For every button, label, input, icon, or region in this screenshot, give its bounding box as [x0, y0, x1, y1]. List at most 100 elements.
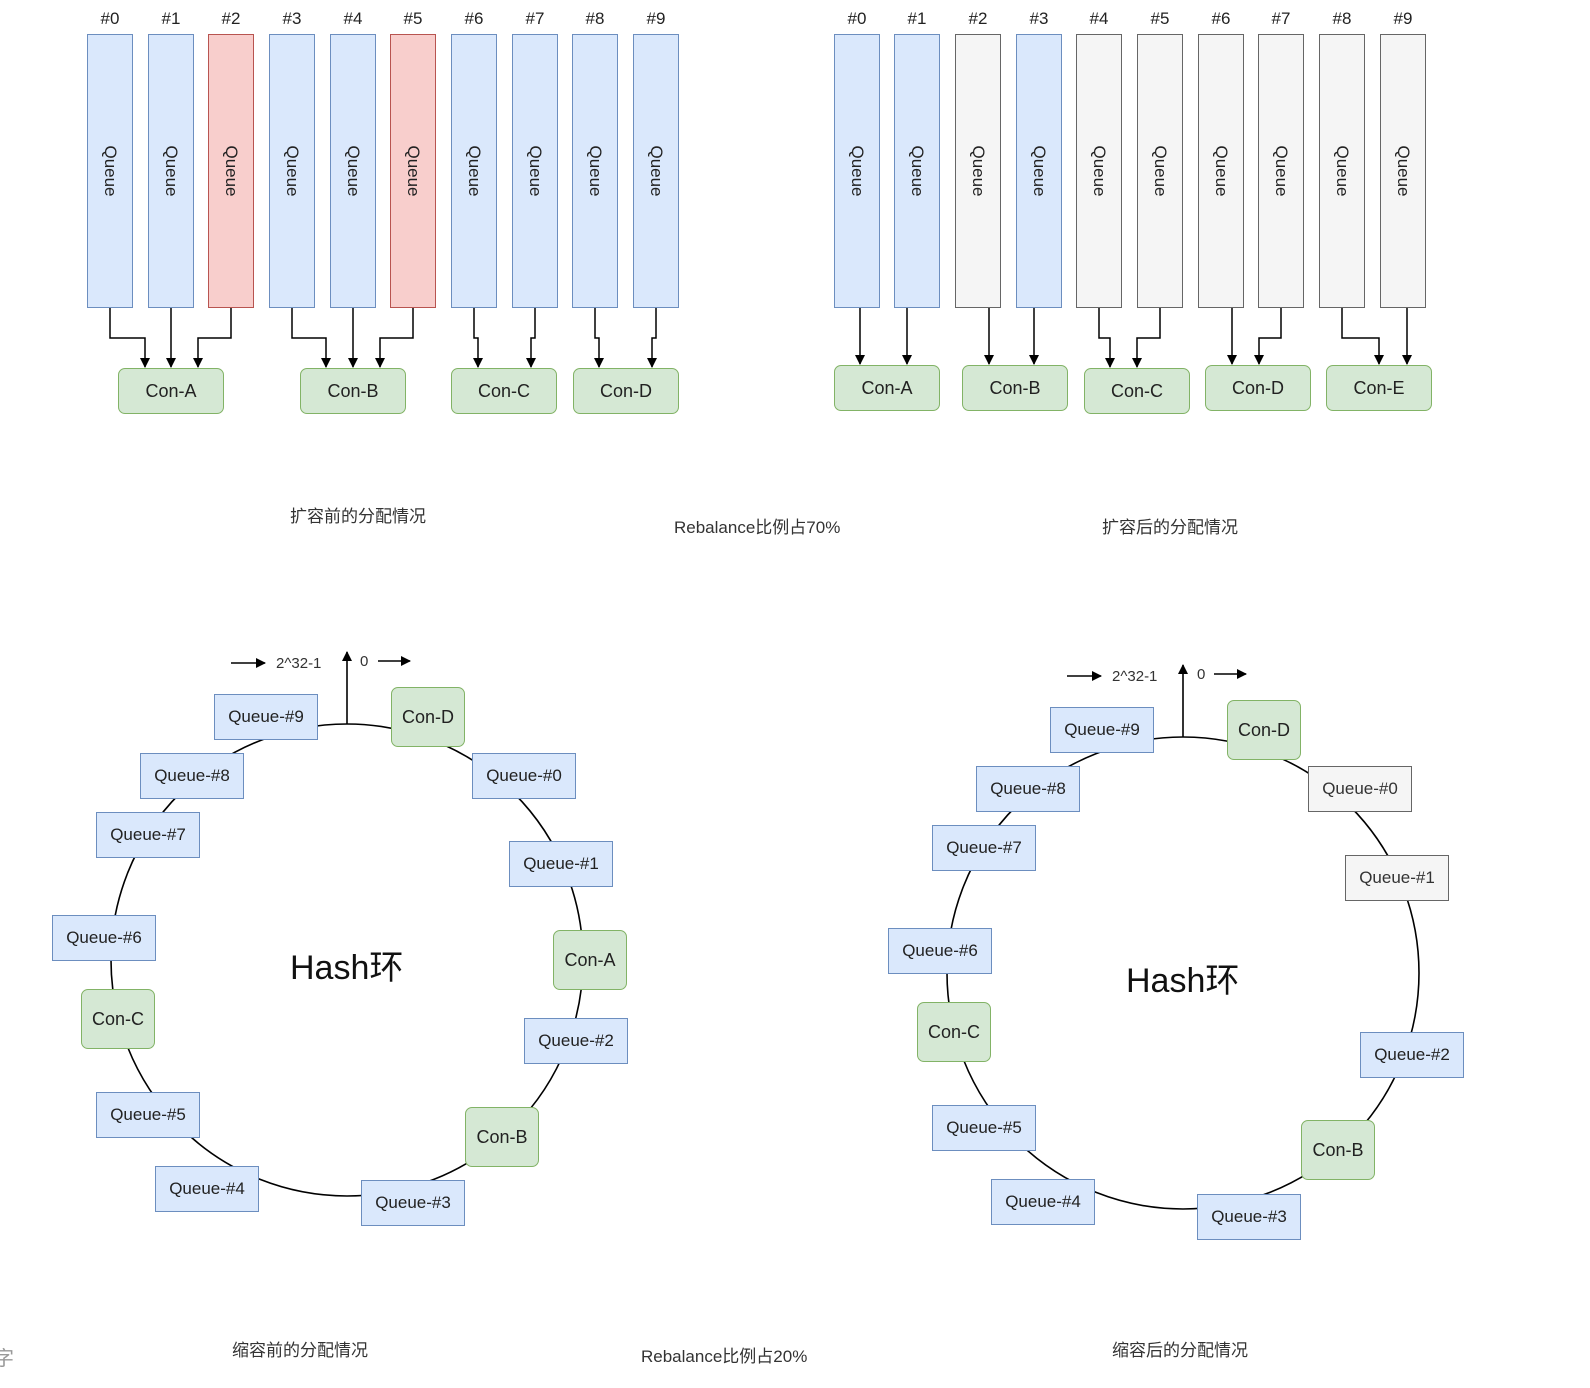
ring-queue-9: Queue-#9: [214, 694, 318, 740]
arrow-q5-con-c: [1132, 308, 1161, 368]
queue-index-5: #5: [403, 9, 423, 28]
consumer-con-a: Con-A: [118, 368, 224, 414]
ring-queue-1: Queue-#1: [509, 841, 613, 887]
ring-zero-marker: 0: [1197, 666, 1206, 683]
consumer-con-e: Con-E: [1326, 365, 1432, 411]
caption-scale-in-after: 缩容后的分配情况: [1112, 1341, 1248, 1360]
ring-queue-2: Queue-#2: [524, 1018, 628, 1064]
ring-queue-7: Queue-#7: [932, 825, 1036, 871]
ring-queue-5: Queue-#5: [96, 1092, 200, 1138]
consumer-con-d: Con-D: [1227, 700, 1301, 760]
queue-bar-2: Queue: [955, 34, 1001, 308]
consumer-con-d: Con-D: [391, 687, 465, 747]
queue-bar-6: Queue: [1198, 34, 1244, 308]
arrow-q4-con-c: [1098, 308, 1115, 368]
queue-label: Queue: [908, 145, 927, 197]
queue-bar-4: Queue: [330, 34, 376, 308]
queue-bar-0: Queue: [834, 34, 880, 308]
queue-bar-5: Queue: [1137, 34, 1183, 308]
queue-bar-7: Queue: [512, 34, 558, 308]
consumer-con-c: Con-C: [917, 1002, 991, 1062]
queue-bar-8: Queue: [572, 34, 618, 308]
rebalance-ratio-bottom: Rebalance比例占20%: [641, 1347, 808, 1366]
ring-max-marker: 2^32-1: [276, 655, 322, 672]
ring-queue-0: Queue-#0: [472, 753, 576, 799]
consumer-con-b: Con-B: [465, 1107, 539, 1167]
queue-index-7: #7: [525, 9, 545, 28]
ring-queue-7: Queue-#7: [96, 812, 200, 858]
queue-bar-2: Queue: [208, 34, 254, 308]
ring-queue-4: Queue-#4: [155, 1166, 259, 1212]
queue-bar-7: Queue: [1258, 34, 1304, 308]
queue-index-0: #0: [100, 9, 120, 28]
arrow-q6-con-c: [473, 308, 483, 368]
queue-index-6: #6: [464, 9, 484, 28]
queue-bar-5: Queue: [390, 34, 436, 308]
queue-index-6: #6: [1211, 9, 1231, 28]
queue-label: Queue: [404, 145, 423, 197]
hash-ring-label: Hash环: [290, 949, 404, 987]
consumer-con-a: Con-A: [834, 365, 940, 411]
queue-label: Queue: [1030, 145, 1049, 197]
queue-index-4: #4: [343, 9, 363, 28]
consumer-con-c: Con-C: [451, 368, 557, 414]
queue-bar-1: Queue: [894, 34, 940, 308]
queue-index-3: #3: [282, 9, 302, 28]
queue-bar-8: Queue: [1319, 34, 1365, 308]
queue-bar-4: Queue: [1076, 34, 1122, 308]
queue-label: Queue: [1212, 145, 1231, 197]
queue-label: Queue: [1333, 145, 1352, 197]
ring-queue-1: Queue-#1: [1345, 855, 1449, 901]
ring-queue-3: Queue-#3: [361, 1180, 465, 1226]
queue-label: Queue: [1394, 145, 1413, 197]
queue-label: Queue: [526, 145, 545, 197]
ring-queue-8: Queue-#8: [140, 753, 244, 799]
arrow-q7-con-c: [526, 308, 536, 368]
queue-index-8: #8: [585, 9, 605, 28]
queue-label: Queue: [283, 145, 302, 197]
ring-queue-5: Queue-#5: [932, 1105, 1036, 1151]
queue-label: Queue: [586, 145, 605, 197]
queue-label: Queue: [101, 145, 120, 197]
queue-bar-6: Queue: [451, 34, 497, 308]
queue-label: Queue: [848, 145, 867, 197]
queue-bar-9: Queue: [633, 34, 679, 308]
queue-index-0: #0: [847, 9, 867, 28]
ring-queue-4: Queue-#4: [991, 1179, 1095, 1225]
caption-scale-in-before: 缩容前的分配情况: [232, 1341, 368, 1360]
queue-index-8: #8: [1332, 9, 1352, 28]
caption-scale-out-before: 扩容前的分配情况: [290, 507, 426, 526]
arrow-q8-con-e: [1341, 308, 1384, 365]
ring-queue-6: Queue-#6: [888, 928, 992, 974]
consumer-con-d: Con-D: [1205, 365, 1311, 411]
arrow-q0-con-a: [109, 308, 150, 368]
queue-index-4: #4: [1089, 9, 1109, 28]
ring-queue-8: Queue-#8: [976, 766, 1080, 812]
queue-label: Queue: [162, 145, 181, 197]
queue-label: Queue: [465, 145, 484, 197]
queue-label: Queue: [1272, 145, 1291, 197]
ring-zero-marker: 0: [360, 653, 369, 670]
arrow-q2-con-a: [193, 308, 232, 368]
arrow-q7-con-d: [1254, 308, 1282, 365]
queue-index-7: #7: [1271, 9, 1291, 28]
queue-label: Queue: [222, 145, 241, 197]
consumer-con-a: Con-A: [553, 930, 627, 990]
queue-index-9: #9: [646, 9, 666, 28]
queue-label: Queue: [1090, 145, 1109, 197]
arrow-q8-con-d: [594, 308, 604, 368]
queue-index-5: #5: [1150, 9, 1170, 28]
rebalance-ratio-top: Rebalance比例占70%: [674, 518, 841, 537]
arrow-q9-con-d: [647, 308, 657, 368]
consumer-con-d: Con-D: [573, 368, 679, 414]
queue-label: Queue: [969, 145, 988, 197]
consumer-con-b: Con-B: [1301, 1120, 1375, 1180]
queue-label: Queue: [647, 145, 666, 197]
consumer-con-b: Con-B: [962, 365, 1068, 411]
queue-index-1: #1: [907, 9, 927, 28]
arrow-q5-con-b: [375, 308, 414, 368]
queue-bar-9: Queue: [1380, 34, 1426, 308]
queue-index-1: #1: [161, 9, 181, 28]
stray-character: 字: [0, 1348, 14, 1370]
queue-index-2: #2: [221, 9, 241, 28]
